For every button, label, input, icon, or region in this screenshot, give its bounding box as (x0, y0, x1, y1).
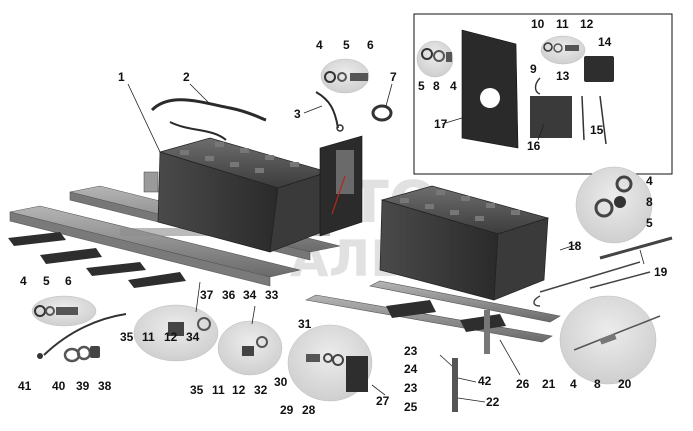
callout-28: 28 (302, 403, 316, 417)
callout-39: 39 (76, 379, 90, 393)
battery-2 (379, 185, 550, 301)
callout-15: 15 (590, 123, 604, 137)
callout-4: 4 (316, 38, 323, 52)
callout-23-a: 23 (404, 344, 418, 358)
callout-11-inset: 11 (556, 17, 569, 31)
callout-35-b: 35 (190, 383, 204, 397)
callout-4-inset: 4 (450, 79, 457, 93)
callout-3: 3 (294, 107, 301, 121)
callout-7: 7 (390, 70, 397, 84)
callout-20: 20 (618, 377, 632, 391)
callout-4-right: 4 (646, 174, 653, 188)
callout-41: 41 (18, 379, 32, 393)
callout-25: 25 (404, 400, 418, 414)
support-frame-right (305, 280, 561, 354)
callout-2: 2 (183, 70, 190, 84)
callout-42: 42 (478, 374, 492, 388)
callout-5: 5 (343, 38, 350, 52)
callout-34-a: 34 (186, 330, 200, 344)
cable-3 (315, 91, 339, 129)
callout-4-bottom: 4 (570, 377, 577, 391)
rod-19 (599, 236, 673, 260)
callout-labels: 1 2 3 4 5 6 7 5 8 4 10 11 12 14 13 9 17 … (18, 17, 668, 417)
callout-29: 29 (280, 403, 294, 417)
callout-12-b: 12 (232, 383, 246, 397)
cable-2 (150, 98, 267, 122)
callout-21: 21 (542, 377, 556, 391)
callout-32: 32 (254, 383, 268, 397)
cable-41 (43, 313, 127, 356)
callout-38: 38 (98, 379, 112, 393)
callout-5-right: 5 (646, 216, 653, 230)
callout-30: 30 (274, 375, 288, 389)
callout-4-left: 4 (20, 274, 27, 288)
inset-detail-panel (413, 13, 673, 175)
callout-19: 19 (654, 265, 668, 279)
callout-34-top: 34 (243, 288, 257, 302)
callout-14: 14 (598, 35, 612, 49)
callout-12-inset: 12 (580, 17, 594, 31)
callout-12-a: 12 (164, 330, 178, 344)
callout-33: 33 (265, 288, 279, 302)
callout-13: 13 (556, 69, 570, 83)
callout-8-inset: 8 (433, 79, 440, 93)
bubble-parts (34, 42, 661, 392)
callout-31: 31 (298, 317, 312, 331)
callout-36: 36 (222, 288, 236, 302)
callout-27: 27 (376, 394, 390, 408)
callout-10: 10 (531, 17, 545, 31)
callout-11-a: 11 (142, 330, 155, 344)
callout-17: 17 (434, 117, 448, 131)
gasket-7 (371, 104, 393, 122)
battery-1 (143, 137, 330, 253)
callout-5-left: 5 (43, 274, 50, 288)
callout-24: 24 (404, 362, 418, 376)
callout-9: 9 (530, 62, 537, 76)
callout-6-left: 6 (65, 274, 72, 288)
bolt-22 (452, 358, 458, 412)
callout-6: 6 (367, 38, 374, 52)
callout-22: 22 (486, 395, 500, 409)
callout-1: 1 (118, 70, 125, 84)
callout-40: 40 (52, 379, 66, 393)
callout-18: 18 (568, 239, 582, 253)
callout-35-a: 35 (120, 330, 134, 344)
callout-8-bottom: 8 (594, 377, 601, 391)
callout-23-b: 23 (404, 381, 418, 395)
terminal-bracket (319, 135, 363, 237)
callout-5-inset: 5 (418, 79, 425, 93)
callout-37: 37 (200, 288, 214, 302)
callout-11-b: 11 (212, 383, 225, 397)
leader-lines (127, 83, 645, 403)
callout-8-right: 8 (646, 195, 653, 209)
callout-26: 26 (516, 377, 530, 391)
callout-16: 16 (527, 139, 541, 153)
